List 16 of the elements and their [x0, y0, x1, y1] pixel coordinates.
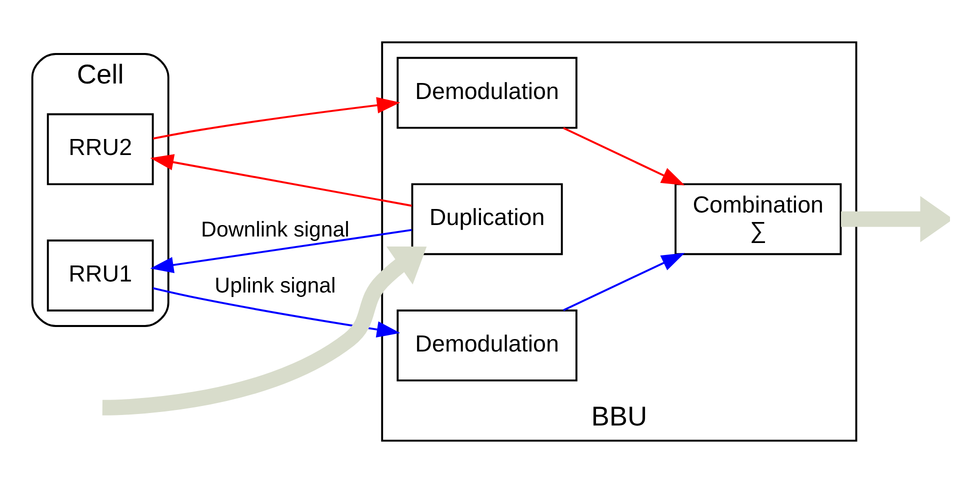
arrow [150, 154, 412, 207]
node-box: RRU1 [46, 240, 154, 312]
arrow [102, 246, 427, 416]
node-box: Combination ∑ [674, 183, 842, 256]
node-box: RRU2 [46, 113, 154, 186]
arrow [563, 127, 685, 186]
arrow [563, 252, 685, 312]
edge-label: Uplink signal [214, 274, 336, 298]
node-box: Demodulation [396, 310, 578, 382]
node-box: Demodulation [396, 56, 578, 129]
arrow [152, 287, 400, 338]
node-box: Duplication [411, 183, 563, 256]
edge-label: Downlink signal [201, 217, 350, 242]
arrow [152, 97, 400, 140]
arrow [150, 229, 412, 274]
arrow [841, 196, 950, 242]
